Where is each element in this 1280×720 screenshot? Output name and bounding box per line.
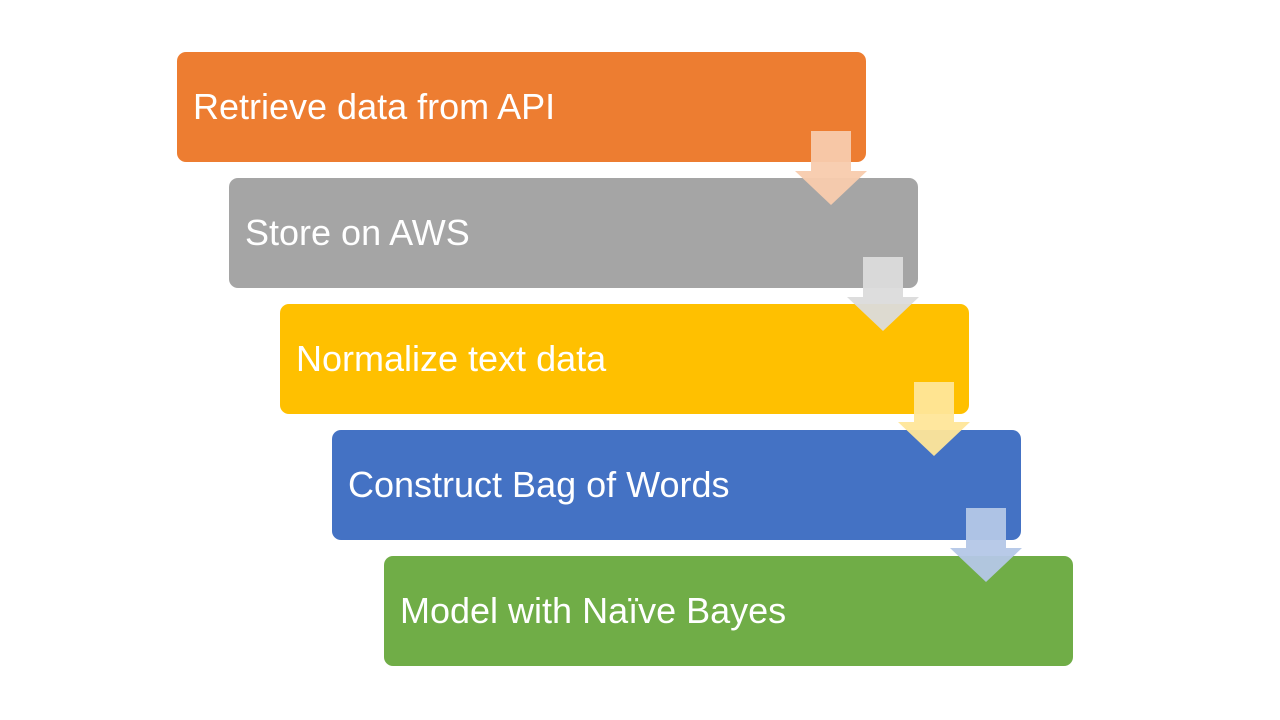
step-normalize-text: Normalize text data <box>280 304 969 414</box>
arrow-down-icon <box>950 508 1022 582</box>
step-model-naive-bayes: Model with Naïve Bayes <box>384 556 1073 666</box>
step-label: Model with Naïve Bayes <box>400 590 787 631</box>
step-label: Construct Bag of Words <box>348 464 730 505</box>
step-label: Retrieve data from API <box>193 86 556 127</box>
step-retrieve-data: Retrieve data from API <box>177 52 866 162</box>
step-label: Store on AWS <box>245 212 470 253</box>
step-store-on-aws: Store on AWS <box>229 178 918 288</box>
step-construct-bag-of-words: Construct Bag of Words <box>332 430 1021 540</box>
arrow-down-icon <box>795 131 867 205</box>
arrow-down-icon <box>898 382 970 456</box>
step-label: Normalize text data <box>296 338 607 379</box>
arrow-down-icon <box>847 257 919 331</box>
